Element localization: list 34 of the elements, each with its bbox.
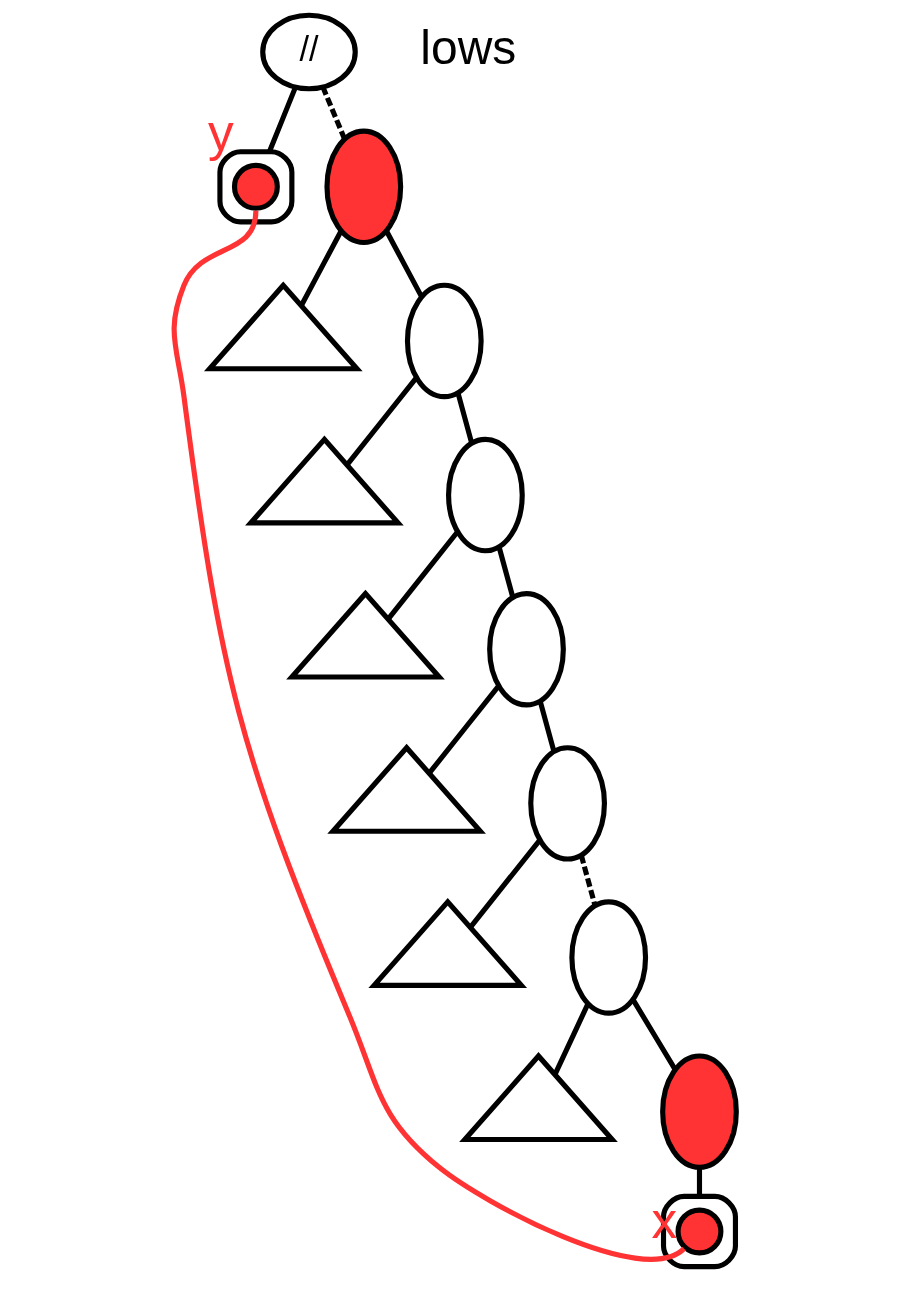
node-triangle	[326, 743, 486, 834]
node-ellipse	[323, 128, 403, 246]
connector	[496, 546, 515, 598]
connector	[298, 230, 343, 307]
connector	[696, 1167, 702, 1197]
node-ellipse: //	[259, 12, 358, 92]
connector	[455, 392, 474, 444]
node-triangle	[367, 897, 527, 988]
node-triangle	[285, 589, 445, 680]
node-circle	[231, 162, 280, 211]
node-ellipse	[659, 1053, 739, 1170]
connector	[319, 85, 347, 141]
connector	[468, 838, 542, 929]
node-triangle	[458, 1052, 618, 1143]
connector	[578, 854, 597, 906]
node-ellipse	[527, 745, 607, 862]
node-triangle	[203, 281, 363, 372]
connector	[552, 1002, 590, 1076]
connector	[383, 230, 424, 299]
label: lows	[419, 20, 516, 74]
node-ellipse	[486, 591, 566, 708]
connector	[630, 998, 677, 1071]
node-circle	[675, 1207, 723, 1256]
node-label: y	[207, 102, 234, 161]
node-ellipse	[568, 899, 648, 1016]
node-triangle	[244, 435, 404, 526]
connector	[266, 85, 298, 153]
connector	[344, 376, 418, 467]
connector	[171, 210, 685, 1262]
connector	[537, 700, 556, 752]
connector	[385, 530, 460, 621]
node-ellipse	[445, 436, 525, 554]
connector	[426, 684, 501, 775]
node-ellipse	[404, 282, 484, 400]
